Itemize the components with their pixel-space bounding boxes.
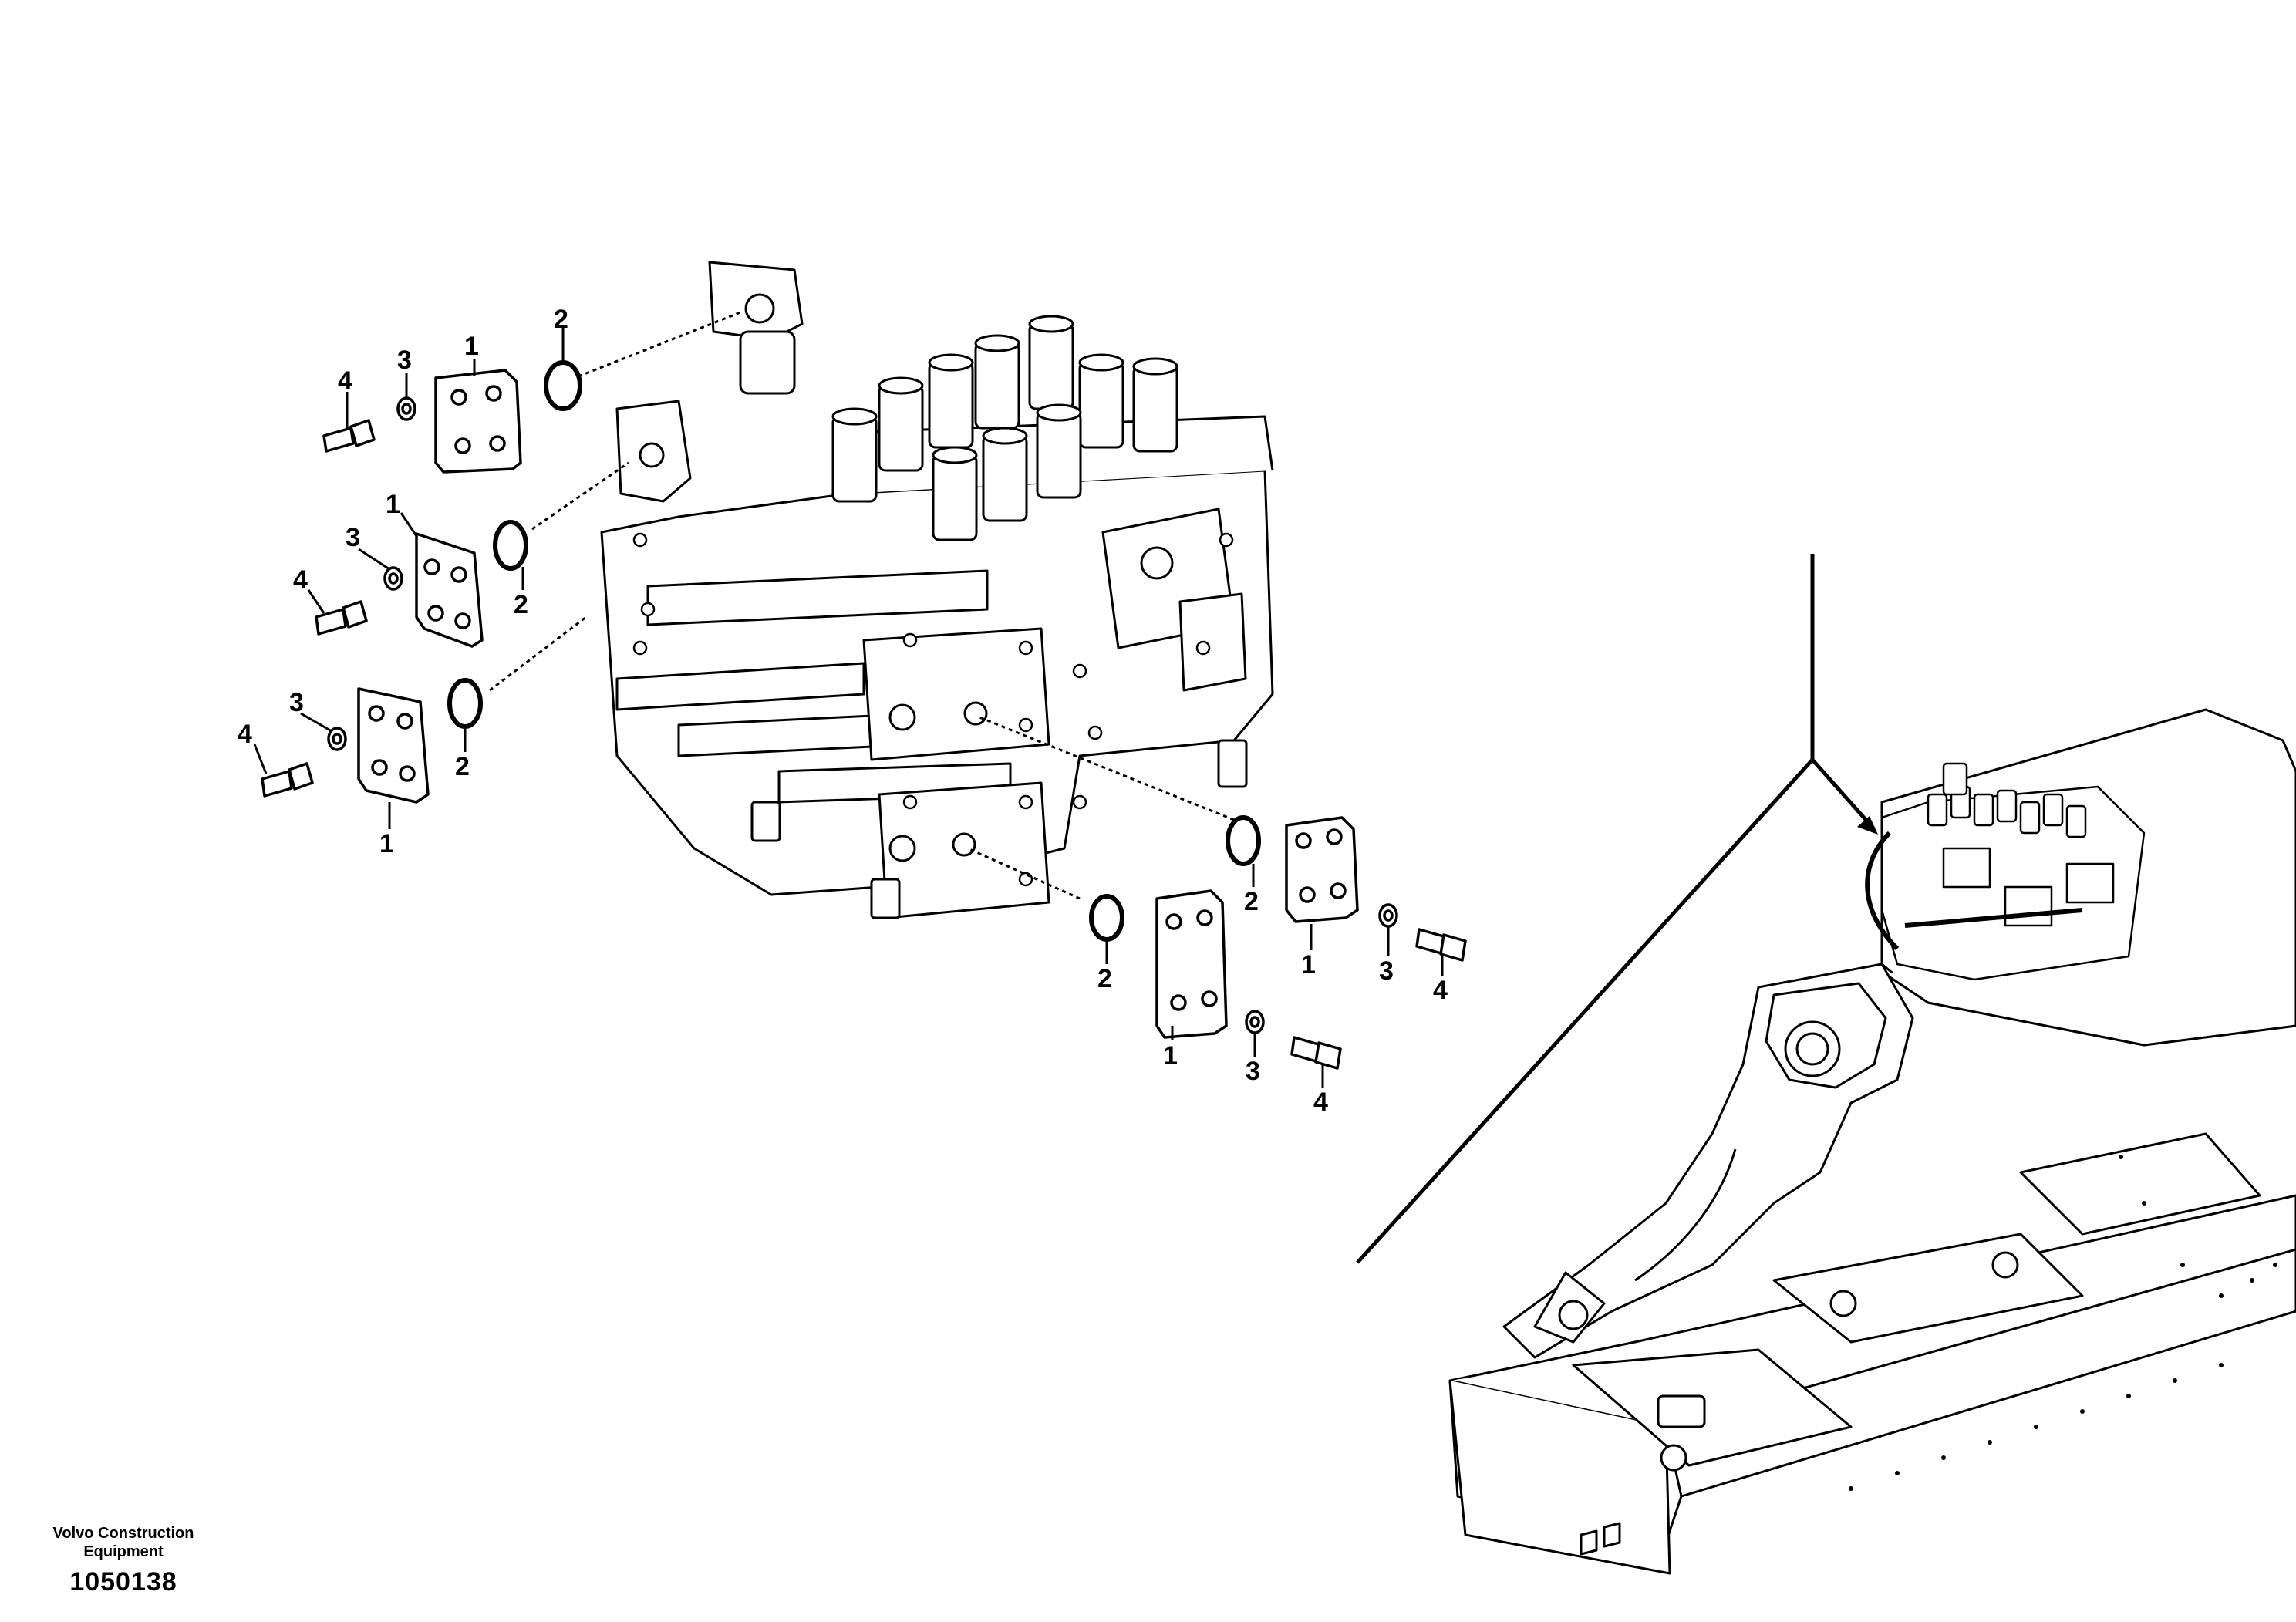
callout-3: 3 — [346, 523, 360, 552]
o-ring-part — [1226, 815, 1261, 866]
screw-part — [1415, 928, 1467, 962]
cover-plate-part — [357, 687, 430, 804]
callout-4: 4 — [1433, 976, 1448, 1005]
callout-4: 4 — [1313, 1088, 1328, 1117]
dashed-leaders — [489, 311, 1235, 900]
locator-leader — [1356, 554, 1876, 1264]
manufacturer-name-line2: Equipment — [83, 1543, 164, 1560]
o-ring-part — [447, 678, 483, 729]
callout-2: 2 — [455, 752, 470, 781]
body-bolts — [632, 532, 1234, 887]
callout-1: 1 — [1163, 1041, 1178, 1071]
callout-1: 1 — [379, 829, 394, 858]
callout-3: 3 — [289, 688, 304, 717]
callout-1: 1 — [464, 332, 479, 361]
o-ring-part — [544, 360, 582, 411]
callout-2: 2 — [1244, 887, 1259, 916]
callout-numbers: 1 2 3 4 1 2 3 4 3 4 1 2 2 1 3 4 2 1 3 4 — [238, 305, 1448, 1117]
cover-plate-part — [1155, 889, 1228, 1039]
screw-part — [315, 600, 368, 636]
cover-plate-part — [434, 369, 522, 474]
cover-plate-part — [1285, 816, 1359, 923]
frame-bolt-dots — [1849, 1155, 2277, 1491]
washer-part — [396, 396, 416, 421]
mini-control-valve — [1865, 762, 2146, 981]
callout-leaders — [253, 328, 1444, 1088]
callout-4: 4 — [293, 565, 308, 595]
washer-part — [1245, 1010, 1265, 1034]
callout-2: 2 — [514, 590, 528, 619]
manufacturer-name: Volvo Construction — [52, 1525, 194, 1542]
callout-1: 1 — [1301, 950, 1316, 980]
callout-3: 3 — [1379, 956, 1394, 986]
drawing-number: 1050138 — [69, 1567, 177, 1597]
washer-part — [1378, 903, 1398, 928]
control-valve-assembly — [600, 261, 1274, 919]
footer-block: Volvo Construction Equipment 1050138 — [31, 1524, 216, 1597]
washer-part — [327, 727, 347, 751]
screw-part — [322, 419, 376, 453]
cover-plate-part — [415, 532, 484, 648]
callout-4: 4 — [238, 720, 252, 749]
washer-part — [383, 566, 403, 591]
callout-1: 1 — [386, 490, 400, 519]
arrow-head — [1857, 816, 1878, 835]
o-ring-part — [493, 520, 528, 571]
callout-3: 3 — [1246, 1057, 1260, 1086]
screw-part — [1290, 1036, 1342, 1070]
o-ring-part — [1089, 894, 1124, 942]
callout-4: 4 — [338, 366, 352, 396]
callout-2: 2 — [554, 305, 568, 334]
callout-2: 2 — [1097, 964, 1112, 993]
solenoid-cylinders — [831, 315, 1178, 541]
callout-3: 3 — [397, 346, 412, 375]
screw-part — [261, 762, 314, 798]
machine-frame — [1448, 708, 2296, 1575]
